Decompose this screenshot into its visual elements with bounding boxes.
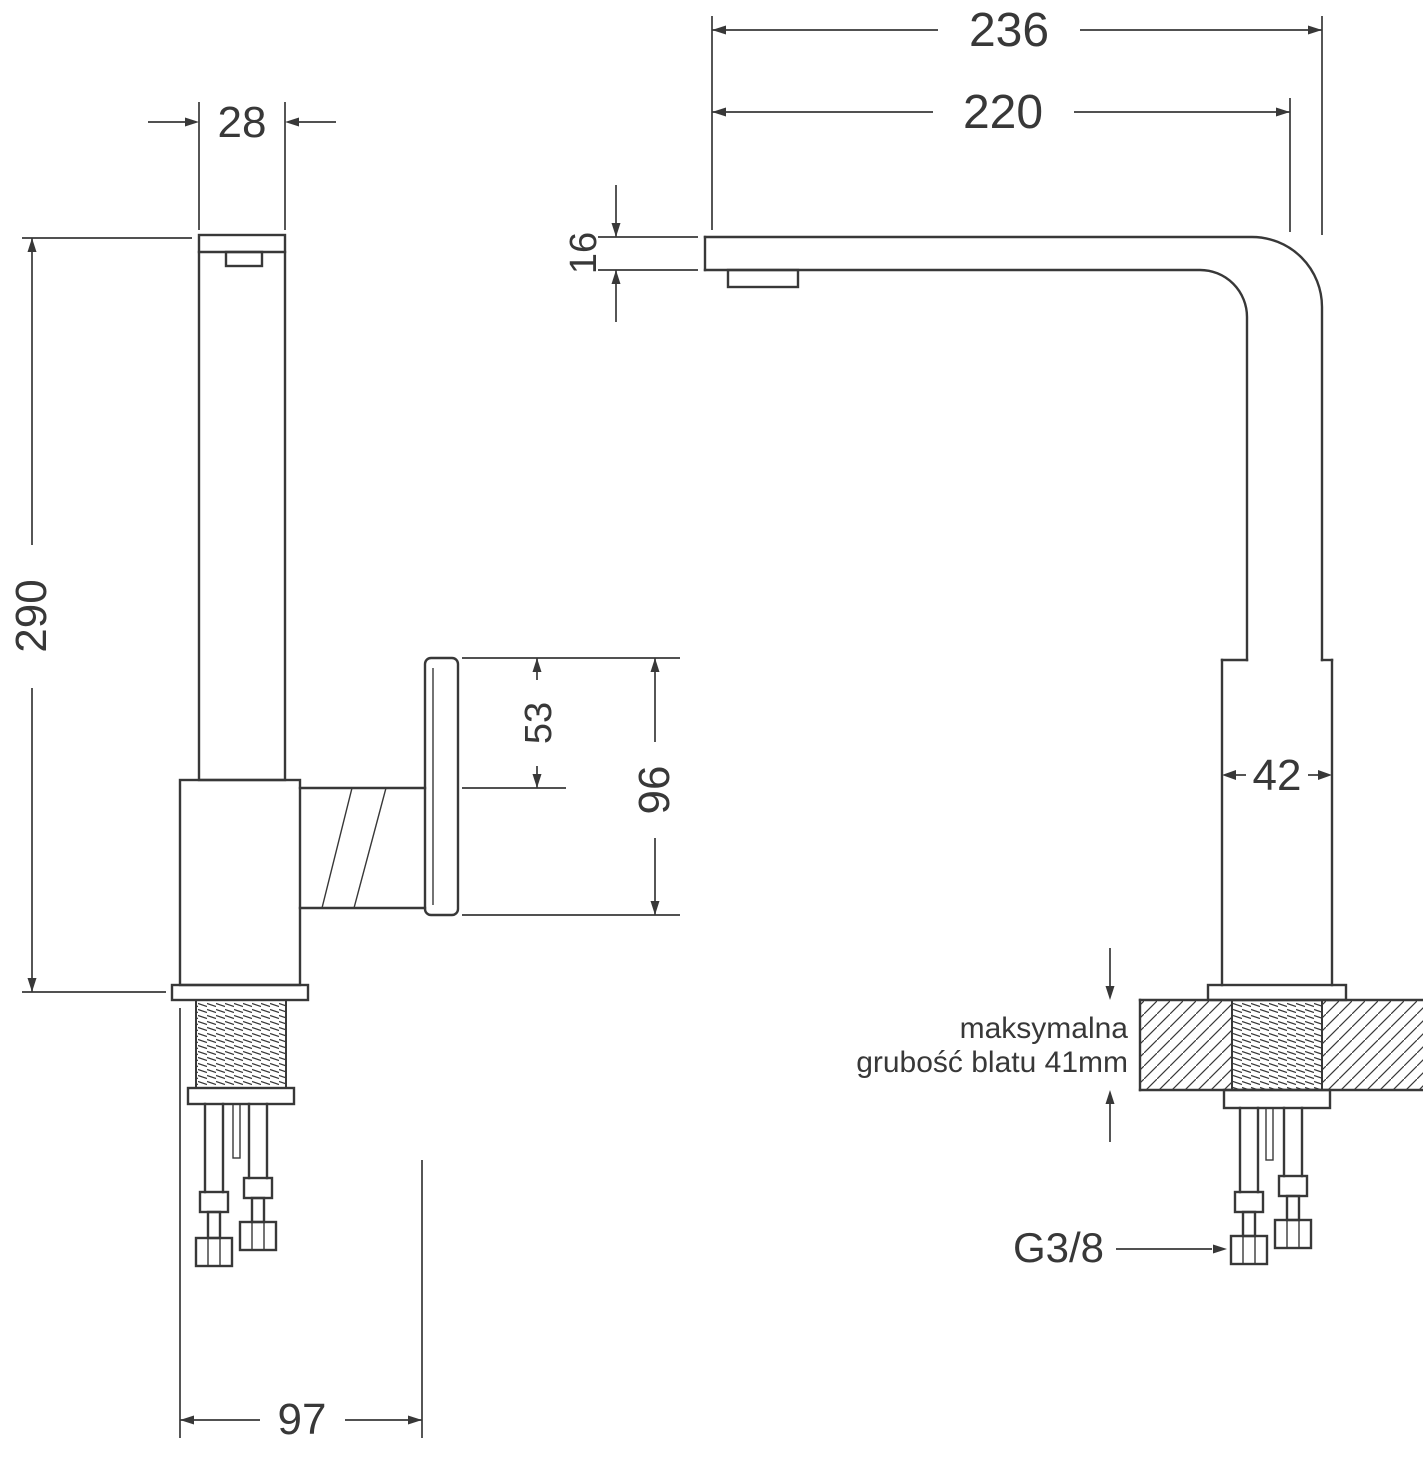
dim-97-label: 97 xyxy=(278,1395,327,1444)
spout-column xyxy=(197,233,287,782)
hose-connector-nut xyxy=(194,1236,234,1268)
side-view: 28 290 53 96 xyxy=(7,98,680,1444)
countertop-note-line1: maksymalna xyxy=(960,1012,1129,1045)
dimension-96: 96 xyxy=(462,658,680,916)
dimension-16: 16 xyxy=(563,185,698,322)
mounting-hardware xyxy=(1222,999,1332,1266)
dimension-236: 236 xyxy=(711,4,1323,235)
dim-16-label: 16 xyxy=(563,232,605,274)
dim-42-label: 42 xyxy=(1253,751,1302,800)
dim-236-label: 236 xyxy=(969,4,1049,57)
base-flange xyxy=(1206,983,1348,1002)
dimension-290: 290 xyxy=(7,237,192,993)
threaded-shank xyxy=(195,999,287,1089)
dim-96-label: 96 xyxy=(630,766,679,815)
dim-53-label: 53 xyxy=(518,702,560,744)
handle-lever xyxy=(298,656,460,917)
front-view: 236 220 16 42 xyxy=(563,4,1423,1271)
mounting-nut xyxy=(186,1086,296,1106)
thread-callout: G3/8 xyxy=(1013,1224,1227,1271)
aerator xyxy=(726,268,800,289)
countertop-note-line2: grubość blatu 41mm xyxy=(856,1046,1128,1079)
dim-220-label: 220 xyxy=(963,86,1043,139)
thread-size-label: G3/8 xyxy=(1013,1224,1104,1271)
hose-connector-nut xyxy=(1229,1234,1269,1266)
dimension-97: 97 xyxy=(179,1008,423,1444)
countertop xyxy=(1138,998,1423,1092)
countertop-thickness-callout: maksymalna grubość blatu 41mm xyxy=(856,948,1128,1142)
dim-290-label: 290 xyxy=(7,579,56,652)
mounting-stud xyxy=(232,1103,241,1159)
dim-28-label: 28 xyxy=(218,98,267,147)
hose-connector-nut xyxy=(1273,1218,1313,1250)
dimension-28: 28 xyxy=(148,98,336,230)
riser-body xyxy=(1206,658,1348,1002)
spout xyxy=(703,235,1324,662)
mounting-hardware xyxy=(186,999,296,1268)
base-flange xyxy=(170,983,310,1002)
hose-connector-nut xyxy=(238,1220,278,1252)
threaded-shank xyxy=(1231,999,1323,1091)
dimension-220: 220 xyxy=(712,86,1291,232)
dimension-53: 53 xyxy=(462,657,680,789)
aerator xyxy=(224,250,264,268)
mounting-nut xyxy=(1222,1088,1332,1110)
faucet-body xyxy=(170,778,310,1002)
dimension-42: 42 xyxy=(1222,751,1332,800)
mounting-stud xyxy=(1265,1107,1274,1161)
